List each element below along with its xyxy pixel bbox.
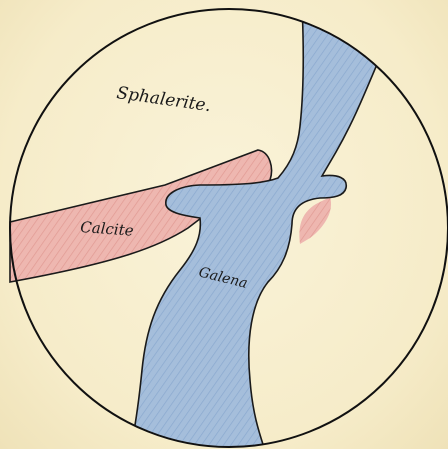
label-calcite: Calcite xyxy=(80,218,135,240)
calcite-patch xyxy=(299,197,331,244)
label-sphalerite: Sphalerite. xyxy=(115,83,212,116)
